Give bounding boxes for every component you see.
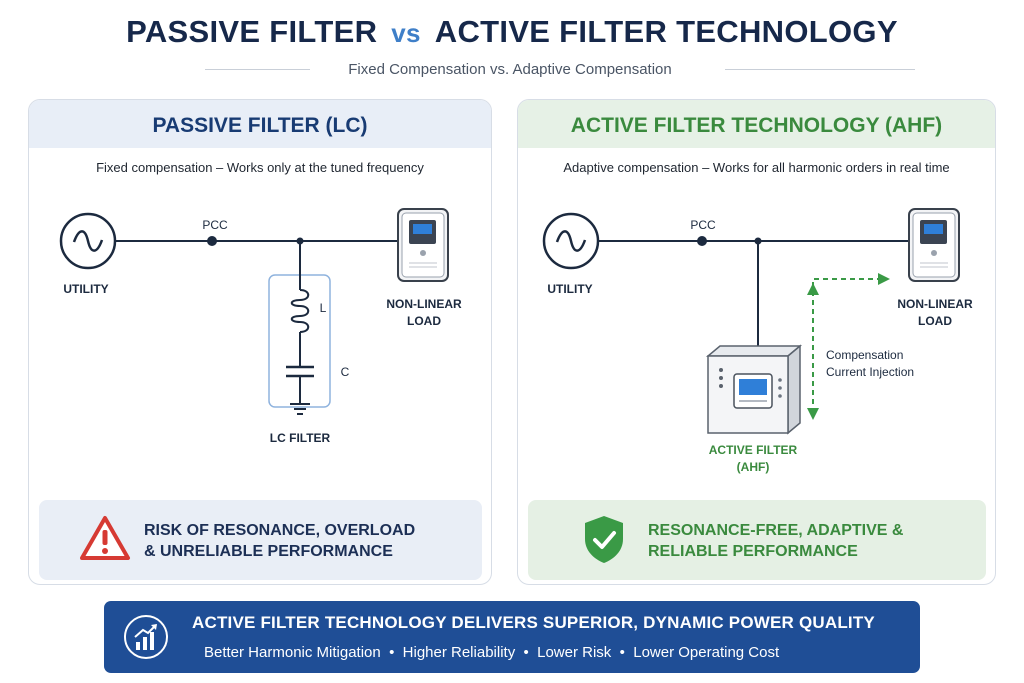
inductor-label: L — [319, 301, 327, 315]
capacitor-label: C — [340, 365, 350, 379]
passive-panel-description: Fixed compensation – Works only at the t… — [96, 160, 424, 175]
ahf-label-line1: ACTIVE FILTER — [708, 443, 798, 457]
utility-label: UTILITY — [547, 282, 593, 296]
load-label: NON-LINEAR LOAD — [885, 296, 985, 330]
load-label-line2: LOAD — [407, 314, 441, 328]
injection-label-line2: Current Injection — [826, 365, 915, 379]
active-panel-title: ACTIVE FILTER TECHNOLOGY (AHF) — [570, 114, 943, 137]
active-status-line2: RELIABLE PERFORMANCE — [648, 543, 858, 560]
warning-triangle-icon — [80, 516, 130, 560]
page-title: PASSIVE FILTER vs ACTIVE FILTER TECHNOLOGY — [0, 14, 1024, 50]
active-status-box: RESONANCE-FREE, ADAPTIVE & RELIABLE PERF… — [528, 500, 986, 580]
title-active: ACTIVE FILTER TECHNOLOGY — [434, 14, 898, 49]
active-circuit-diagram — [542, 208, 960, 435]
ac-source-icon — [542, 212, 600, 270]
passive-panel-title: PASSIVE FILTER (LC) — [152, 114, 368, 137]
subtitle-divider-left — [205, 69, 310, 70]
pcc-label: PCC — [202, 218, 228, 232]
summary-banner: ACTIVE FILTER TECHNOLOGY DELIVERS SUPERI… — [104, 601, 920, 673]
passive-status-line2: & UNRELIABLE PERFORMANCE — [144, 543, 393, 560]
load-label: NON-LINEAR LOAD — [374, 296, 474, 330]
growth-chart-icon — [124, 615, 168, 659]
ahf-label: ACTIVE FILTER (AHF) — [698, 442, 808, 476]
passive-status-text: RISK OF RESONANCE, OVERLOAD & UNRELIABLE… — [144, 520, 415, 562]
passive-status-box: RISK OF RESONANCE, OVERLOAD & UNRELIABLE… — [39, 500, 482, 580]
shield-check-icon — [585, 516, 623, 563]
drive-cabinet-icon — [397, 208, 449, 282]
active-panel-description: Adaptive compensation – Works for all ha… — [563, 160, 950, 175]
title-passive: PASSIVE FILTER — [126, 14, 378, 49]
utility-label: UTILITY — [63, 282, 109, 296]
active-filter-unit-icon — [705, 344, 803, 435]
ac-source-icon — [59, 212, 117, 270]
pcc-node — [697, 236, 707, 246]
ahf-label-line2: (AHF) — [736, 460, 770, 474]
page-subtitle: Fixed Compensation vs. Adaptive Compensa… — [348, 61, 672, 78]
active-status-line1: RESONANCE-FREE, ADAPTIVE & — [648, 522, 904, 539]
injection-label: Compensation Current Injection — [826, 347, 946, 381]
pcc-node — [207, 236, 217, 246]
compensation-injection-arrow — [807, 273, 890, 420]
subtitle-row: Fixed Compensation vs. Adaptive Compensa… — [205, 60, 915, 80]
inductor-icon — [290, 289, 310, 333]
passive-panel-header: PASSIVE FILTER (LC) — [29, 100, 491, 148]
drive-cabinet-icon — [908, 208, 960, 282]
lc-filter-label: LC FILTER — [269, 431, 331, 445]
passive-circuit-diagram — [59, 208, 449, 415]
ground-icon — [290, 403, 310, 415]
title-vs: vs — [391, 18, 421, 48]
active-status-text: RESONANCE-FREE, ADAPTIVE & RELIABLE PERF… — [648, 520, 903, 562]
banner-title: ACTIVE FILTER TECHNOLOGY DELIVERS SUPERI… — [192, 613, 875, 632]
passive-status-line1: RISK OF RESONANCE, OVERLOAD — [144, 522, 416, 539]
subtitle-divider-right — [725, 69, 915, 70]
active-filter-panel: ACTIVE FILTER TECHNOLOGY (AHF) Adaptive … — [517, 99, 996, 585]
pcc-label: PCC — [690, 218, 716, 232]
load-label-line1: NON-LINEAR — [897, 297, 973, 311]
injection-label-line1: Compensation — [826, 348, 904, 362]
load-label-line1: NON-LINEAR — [386, 297, 462, 311]
banner-benefits: Better Harmonic Mitigation • Higher Reli… — [204, 644, 780, 661]
active-panel-header: ACTIVE FILTER TECHNOLOGY (AHF) — [518, 100, 995, 148]
capacitor-icon — [286, 365, 314, 378]
load-label-line2: LOAD — [918, 314, 952, 328]
passive-filter-panel: PASSIVE FILTER (LC) Fixed compensation –… — [28, 99, 492, 585]
